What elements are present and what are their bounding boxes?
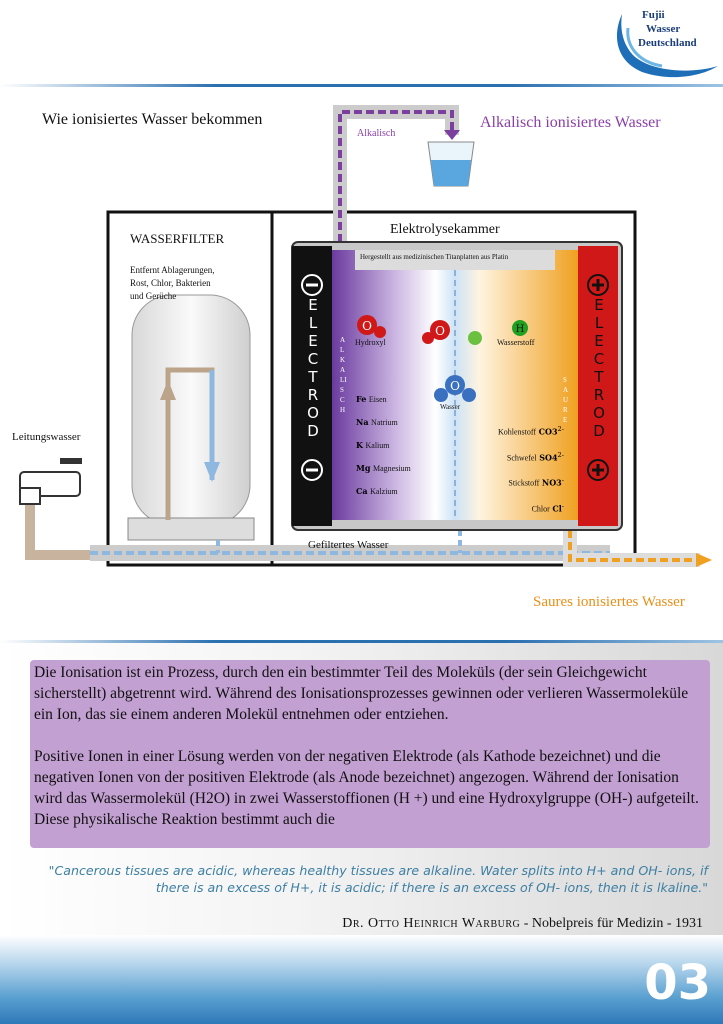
citation: Dr. Otto Heinrich Warburg - Nobelpreis f… xyxy=(342,916,703,931)
acid-vertical-label: SAURE xyxy=(563,376,569,424)
diagram-title: Wie ionisiertes Wasser bekommen xyxy=(42,111,263,128)
cation: Na Natrium xyxy=(356,417,398,427)
anion: Schwefel SO42- xyxy=(506,450,564,463)
filtered-water-label: Gefiltertes Wasser xyxy=(308,539,389,551)
alkaline-output-label: Alkalisch ionisiertes Wasser xyxy=(480,114,661,131)
acid-output-label: Saures ionisiertes Wasser xyxy=(533,594,685,610)
svg-text:O: O xyxy=(362,319,372,333)
anode-label: ELECTROD xyxy=(593,296,605,440)
middle-divider xyxy=(0,640,723,643)
chamber-title: Elektrolysekammer xyxy=(390,222,500,237)
ionizer-diagram: O O H O xyxy=(19,105,712,567)
hydrogen-label: Wasserstoff xyxy=(497,338,535,347)
citation-year: 1931 xyxy=(675,916,703,931)
logo: Fujii Wasser Deutschland xyxy=(612,6,720,80)
water-label: Wasser xyxy=(440,403,461,411)
citation-author: Dr. Otto Heinrich Warburg xyxy=(342,916,521,931)
alkaline-pipe-label: Alkalisch xyxy=(357,128,396,139)
hydroxyl-label: Hydroxyl xyxy=(355,338,386,347)
alkaline-vertical-label: ALKALISCH xyxy=(340,336,347,414)
anion: Kohlenstoff CO32- xyxy=(497,425,564,437)
anion-list: Kohlenstoff CO32- Schwefel SO42- Stickst… xyxy=(484,418,564,521)
paragraph-2: Positive Ionen in einer Lösung werden vo… xyxy=(34,748,699,828)
svg-text:O: O xyxy=(450,379,460,393)
logo-line1: Fujii xyxy=(642,9,665,21)
cation: Fe Eisen xyxy=(356,394,387,404)
svg-text:H: H xyxy=(516,324,525,335)
logo-line2: Wasser xyxy=(646,23,681,35)
svg-text:O: O xyxy=(435,324,445,338)
cation-list: Fe Eisen Na Natrium K Kalium Mg Magnesiu… xyxy=(356,388,411,503)
cation: Ca Kalzium xyxy=(356,486,398,496)
wave-icon xyxy=(616,14,718,78)
footer-band xyxy=(0,935,723,1024)
cation: Mg Magnesium xyxy=(356,463,411,473)
body-text-box: Die Ionisation ist ein Prozess, durch de… xyxy=(30,660,710,848)
filter-title: WASSERFILTER xyxy=(130,231,225,246)
page-number: 03 xyxy=(644,955,711,1011)
logo-line3: Deutschland xyxy=(638,37,697,49)
anion: Chlor Cl- xyxy=(531,501,564,514)
anion: Stickstoff NO3- xyxy=(508,476,564,488)
citation-prize: Nobelpreis für Medizin xyxy=(531,916,664,931)
chamber-plate-label: Hergestellt aus medizinischen Titanplatt… xyxy=(360,253,509,261)
top-divider xyxy=(0,84,723,87)
cation: K Kalium xyxy=(356,440,390,450)
tap-water-label: Leitungswasser xyxy=(12,431,81,443)
paragraph-1: Die Ionisation ist ein Prozess, durch de… xyxy=(34,664,689,723)
filter-description: Entfernt Ablagerungen,Rost, Chlor, Bakte… xyxy=(130,265,215,301)
quote: "Cancerous tissues are acidic, whereas h… xyxy=(48,863,708,895)
cathode-label: ELECTROD xyxy=(307,296,319,440)
